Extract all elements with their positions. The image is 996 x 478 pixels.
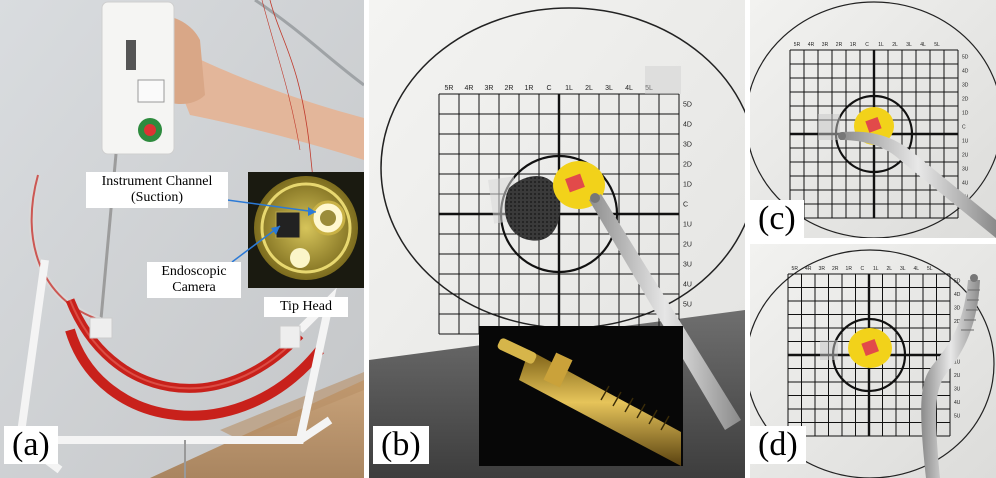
column-tick-label: C xyxy=(865,42,869,48)
red-target-square xyxy=(565,173,585,193)
row-tick-label: 2D xyxy=(962,97,969,103)
column-tick-label: 3R xyxy=(485,85,494,92)
column-tick-label: 4R xyxy=(805,266,812,272)
column-tick-label: C xyxy=(546,85,551,92)
panel-b-photo: 5R 4R 3R 2R 1R C 1L 2L 3L 4L 5L 5D 4D 3D 2D 1D C 1U 2U 3U 4U… xyxy=(369,0,745,478)
operator-arm xyxy=(160,40,364,160)
column-tick-label: 1L xyxy=(873,266,879,272)
row-tick-label: 2U xyxy=(683,241,692,248)
row-tick-label: 3U xyxy=(683,261,692,268)
camera-callout: Endoscopic Camera xyxy=(147,262,241,298)
column-tick-label: 4R xyxy=(808,42,815,48)
column-tick-label: 3L xyxy=(906,42,912,48)
row-tick-label: C xyxy=(683,201,688,208)
endoscopic-camera xyxy=(275,211,301,239)
row-tick-label: 2D xyxy=(683,161,692,168)
instrument-shaft xyxy=(589,194,741,430)
panel-label-d: (d) xyxy=(750,426,806,464)
row-tick-label: 1U xyxy=(962,139,969,145)
column-tick-label: 3L xyxy=(605,85,613,92)
camera-label-2: Camera xyxy=(172,280,216,295)
row-tick-label: 4D xyxy=(962,69,969,75)
row-tick-label: 4U xyxy=(962,181,969,187)
tip-head-label: Tip Head xyxy=(280,299,332,314)
column-tick-label: 2L xyxy=(886,266,892,272)
row-tick-label: 5D xyxy=(683,101,692,108)
column-tick-label: 3L xyxy=(900,266,906,272)
row-tick-label: 1D xyxy=(683,181,692,188)
column-tick-label: 4L xyxy=(913,266,919,272)
column-tick-label: 5L xyxy=(927,266,933,272)
column-tick-label: 1R xyxy=(850,42,857,48)
row-tick-label: 2U xyxy=(954,373,961,379)
panel-c: 5R 4R 3R 2R 1R C 1L 2L 3L 4L 5L 5D 4D 3D 2D 1D C 1U 2U 3U 4U… xyxy=(750,0,996,238)
row-tick-label: 3D xyxy=(962,83,969,89)
row-tick-label: 1U xyxy=(954,359,961,365)
column-tick-label: 5L xyxy=(934,42,940,48)
column-tick-label: 5R xyxy=(792,266,799,272)
row-tick-label: 4D xyxy=(683,121,692,128)
column-tick-label: 1L xyxy=(878,42,884,48)
row-tick-label: 1U xyxy=(683,221,692,228)
row-tick-label: 2U xyxy=(962,153,969,159)
instrument-channel-callout: Instrument Channel (Suction) xyxy=(86,172,228,208)
row-tick-label: 4U xyxy=(954,400,961,406)
panel-a-photo xyxy=(0,0,364,478)
panel-d: 5R4R3R2R1RC1L2L3L4L5L5D4D3D2D1DC1U2U3U4U… xyxy=(750,244,996,478)
row-tick-label: 5U xyxy=(683,301,692,308)
column-tick-label: 1L xyxy=(565,85,573,92)
panel-label-b: (b) xyxy=(373,426,429,464)
row-tick-label: 3D xyxy=(954,305,961,311)
row-tick-label: 1D xyxy=(962,111,969,117)
row-tick-label: 3D xyxy=(683,141,692,148)
row-tick-label: 2D xyxy=(954,319,961,325)
row-tick-label: 4U xyxy=(683,281,692,288)
row-tick-label: 4D xyxy=(954,292,961,298)
instrument-channel-label-2: (Suction) xyxy=(130,190,184,205)
panel-label-c: (c) xyxy=(750,200,804,238)
column-tick-label: 5R xyxy=(794,42,801,48)
red-target-square xyxy=(865,116,882,133)
column-tick-label: 2R xyxy=(832,266,839,272)
red-tube-lower xyxy=(65,328,324,421)
target-ellipse xyxy=(750,249,995,478)
column-tick-label: 1R xyxy=(525,85,534,92)
column-tick-label: 4L xyxy=(920,42,926,48)
tip-head-callout: Tip Head xyxy=(264,297,348,317)
target-ellipse xyxy=(750,1,996,238)
instrument-channel-label-1: Instrument Channel xyxy=(101,174,213,189)
row-tick-label: 5D xyxy=(962,55,969,61)
row-tick-label: 5D xyxy=(954,278,961,284)
column-tick-label: 5L xyxy=(645,85,653,92)
column-tick-label: 4R xyxy=(465,85,474,92)
column-tick-label: 1R xyxy=(846,266,853,272)
column-tick-label: 5R xyxy=(445,85,454,92)
target-tick-labels: 5R 4R 3R 2R 1R C 1L 2L 3L 4L 5L 5D 4D 3D 2D 1D C 1U 2U 3U 4U… xyxy=(445,85,692,308)
panel-a: Instrument Channel (Suction) Endoscopic … xyxy=(0,0,364,478)
panel-b: 5R 4R 3R 2R 1R C 1L 2L 3L 4L 5L 5D 4D 3D 2D 1D C 1U 2U 3U 4U… xyxy=(369,0,745,478)
row-tick-label: 3U xyxy=(954,386,961,392)
sponge-target xyxy=(504,175,561,241)
panel-label-a: (a) xyxy=(4,426,58,464)
column-tick-label: 2R xyxy=(836,42,843,48)
handheld-controller xyxy=(101,1,175,155)
column-tick-label: 4L xyxy=(625,85,633,92)
row-tick-label: C xyxy=(962,125,966,131)
column-tick-label: 2R xyxy=(505,85,514,92)
red-target-square xyxy=(861,338,879,356)
row-tick-label: 3U xyxy=(962,167,969,173)
column-tick-label: 3R xyxy=(822,42,829,48)
camera-label-1: Endoscopic xyxy=(161,264,227,279)
column-tick-label: 2L xyxy=(585,85,593,92)
column-tick-label: 2L xyxy=(892,42,898,48)
column-tick-label: 3R xyxy=(819,266,826,272)
panel-d-photo: 5R4R3R2R1RC1L2L3L4L5L5D4D3D2D1DC1U2U3U4U… xyxy=(750,244,996,478)
row-tick-label: 5U xyxy=(954,413,961,419)
panel-c-photo: 5R 4R 3R 2R 1R C 1L 2L 3L 4L 5L 5D 4D 3D 2D 1D C 1U 2U 3U 4U… xyxy=(750,0,996,238)
column-tick-label: C xyxy=(860,266,864,272)
